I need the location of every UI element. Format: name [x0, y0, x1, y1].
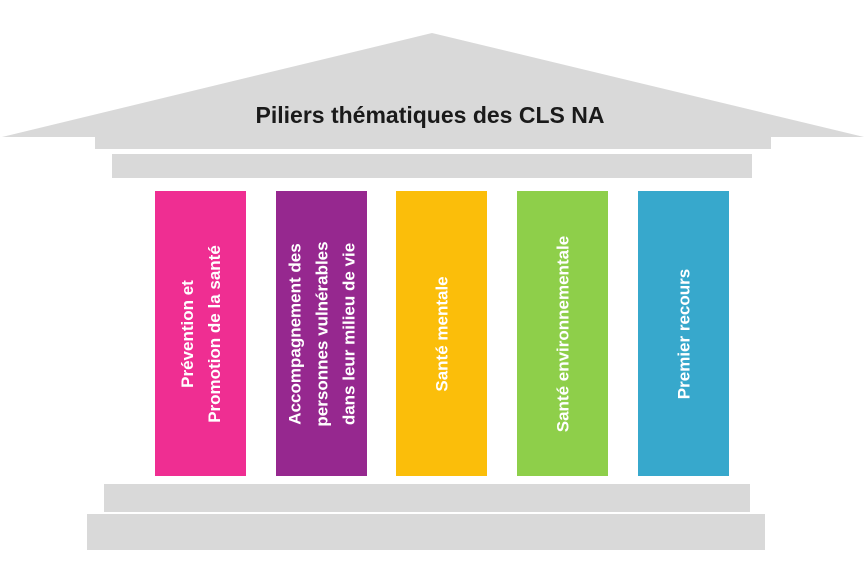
pillar-accompagnement-personnes-vulnerables: Accompagnement des personnes vulnérables…: [276, 191, 367, 476]
pillar-label: Prévention et Promotion de la santé: [177, 244, 224, 423]
diagram-title: Piliers thématiques des CLS NA: [255, 102, 605, 128]
pillar-label: Accompagnement des personnes vulnérables…: [285, 240, 358, 427]
pillar-sante-mentale: Santé mentale: [396, 191, 487, 476]
roof-base-band: [95, 137, 771, 149]
pillar-label: Santé environnementale: [553, 235, 572, 432]
pillar-premier-recours: Premier recours: [638, 191, 729, 476]
entablature: [112, 154, 752, 178]
roof-pediment: [2, 33, 864, 137]
base-step-lower: [87, 514, 765, 550]
pillar-label: Santé mentale: [432, 275, 451, 392]
pillar-sante-environnementale: Santé environnementale: [517, 191, 608, 476]
pillar-prevention-promotion-sante: Prévention et Promotion de la santé: [155, 191, 246, 476]
pillar-label: Premier recours: [674, 268, 693, 399]
base-step-upper: [104, 484, 750, 512]
